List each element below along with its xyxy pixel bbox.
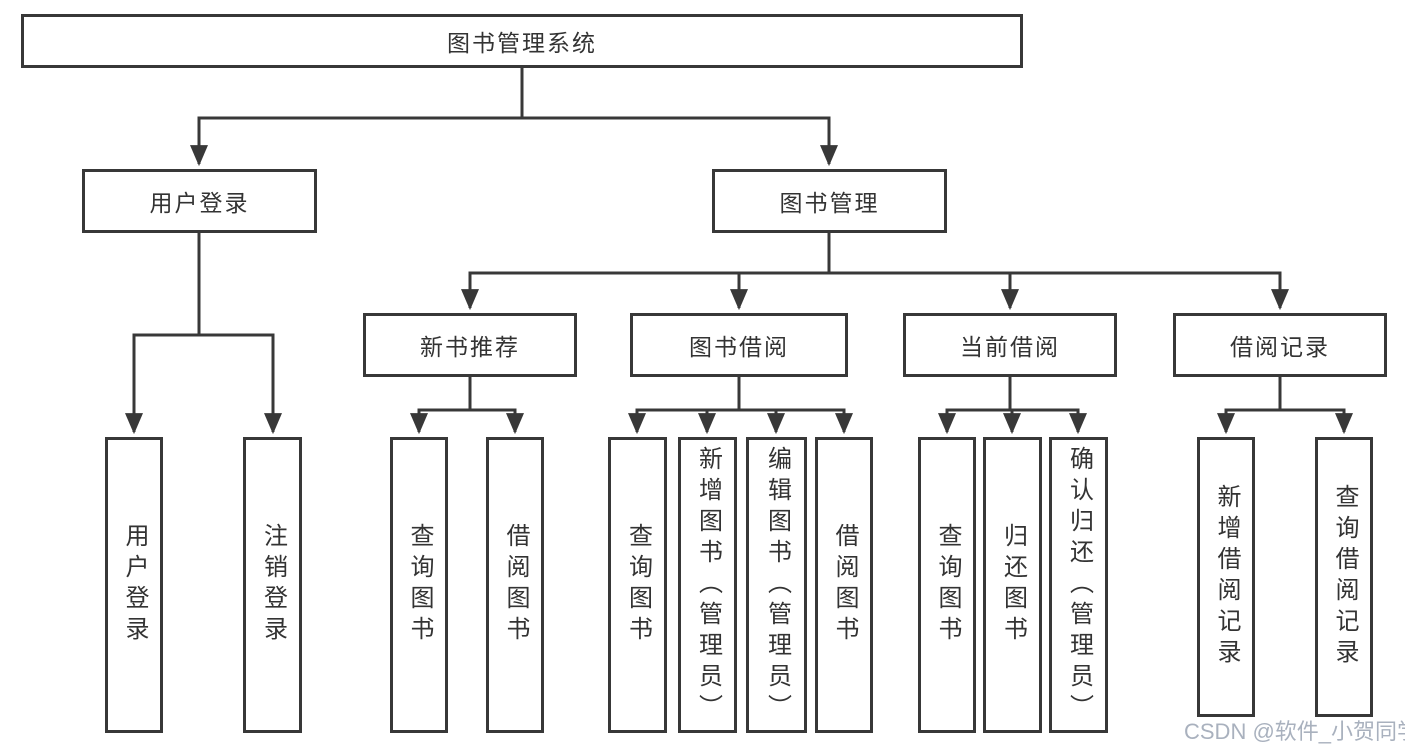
node-label: 新书推荐 xyxy=(420,334,520,360)
node-label: 新增借阅记录 xyxy=(1213,484,1240,670)
leaf-return-books: 归还图书 xyxy=(983,437,1042,733)
node-label: 图书借阅 xyxy=(689,334,789,360)
trunk-lines xyxy=(132,66,1346,412)
node-label: 注销登录 xyxy=(259,523,287,647)
leaf-user-login: 用户登录 xyxy=(105,437,163,733)
node-label: 图书管理系统 xyxy=(447,30,597,56)
node-label: 借阅图书 xyxy=(502,523,529,647)
node-book-management: 图书管理 xyxy=(712,169,947,233)
node-label: 编辑图书（管理员） xyxy=(763,445,791,725)
node-label: 当前借阅 xyxy=(960,334,1060,360)
node-label: 查询图书 xyxy=(406,523,433,647)
node-book-borrowing: 图书借阅 xyxy=(630,313,848,377)
node-label: 图书管理 xyxy=(779,190,880,216)
leaf-confirm-return-admin: 确认归还（管理员） xyxy=(1049,437,1108,733)
node-user-login: 用户登录 xyxy=(82,169,317,233)
leaf-query-books-borrowing: 查询图书 xyxy=(608,437,667,733)
leaf-edit-books-admin: 编辑图书（管理员） xyxy=(746,437,807,733)
node-label: 借阅记录 xyxy=(1230,334,1330,360)
leaf-add-books-admin: 新增图书（管理员） xyxy=(678,437,737,733)
leaf-logout: 注销登录 xyxy=(243,437,302,733)
leaf-query-books-recommend: 查询图书 xyxy=(390,437,448,733)
csdn-watermark: CSDN @软件_小贺同学 xyxy=(1184,719,1405,744)
leaf-borrow-books-recommend: 借阅图书 xyxy=(486,437,544,733)
node-label: 新增图书（管理员） xyxy=(694,445,722,725)
node-label: 查询图书 xyxy=(934,523,961,647)
node-label: 借阅图书 xyxy=(831,523,858,647)
arrow-connectors xyxy=(125,118,1353,435)
node-label: 查询图书 xyxy=(624,523,652,647)
leaf-add-borrow-record: 新增借阅记录 xyxy=(1197,437,1255,717)
leaf-query-borrow-record: 查询借阅记录 xyxy=(1315,437,1373,717)
node-current-borrowing: 当前借阅 xyxy=(903,313,1117,377)
leaf-borrow-books: 借阅图书 xyxy=(815,437,873,733)
leaf-query-books-current: 查询图书 xyxy=(918,437,976,733)
node-label: 查询借阅记录 xyxy=(1331,484,1358,670)
node-label: 用户登录 xyxy=(149,190,250,216)
node-label: 归还图书 xyxy=(999,523,1027,647)
node-new-book-recommend: 新书推荐 xyxy=(363,313,577,377)
node-borrowing-records: 借阅记录 xyxy=(1173,313,1387,377)
node-label: 用户登录 xyxy=(121,523,148,647)
node-label: 确认归还（管理员） xyxy=(1065,445,1093,725)
node-library-management-system: 图书管理系统 xyxy=(21,14,1023,68)
